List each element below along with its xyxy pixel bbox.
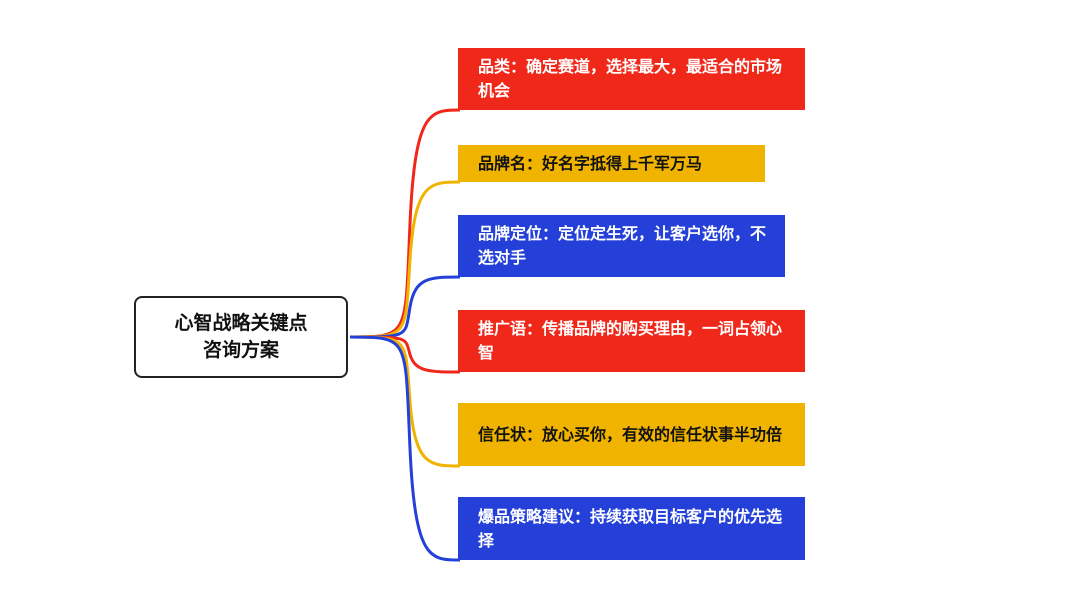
connector-line	[349, 180, 461, 339]
branch-brand-positioning[interactable]: 品牌定位：定位定生死，让客户选你，不选对手	[458, 215, 785, 277]
connector-line	[349, 335, 461, 562]
branch-category[interactable]: 品类：确定赛道，选择最大，最适合的市场机会	[458, 48, 805, 110]
branch-hit-product-strategy[interactable]: 爆品策略建议：持续获取目标客户的优先选择	[458, 497, 805, 560]
branch-label: 信任状：放心买你，有效的信任状事半功倍	[478, 424, 783, 444]
connector-line	[349, 335, 461, 468]
branch-brand-name[interactable]: 品牌名：好名字抵得上千军万马	[458, 145, 765, 182]
branch-label: 品牌名：好名字抵得上千军万马	[478, 153, 703, 173]
central-topic-label: 心智战略关键点咨询方案	[174, 312, 308, 361]
branch-trust-endorsement[interactable]: 信任状：放心买你，有效的信任状事半功倍	[458, 403, 805, 466]
branch-label: 品类：确定赛道，选择最大，最适合的市场机会	[478, 57, 783, 100]
connector-line	[349, 108, 461, 339]
branch-label: 推广语：传播品牌的购买理由，一词占领心智	[478, 319, 783, 362]
central-topic[interactable]: 心智战略关键点咨询方案	[134, 296, 348, 378]
branch-slogan[interactable]: 推广语：传播品牌的购买理由，一词占领心智	[458, 310, 805, 372]
branch-label: 爆品策略建议：持续获取目标客户的优先选择	[478, 506, 783, 550]
branch-label: 品牌定位：定位定生死，让客户选你，不选对手	[478, 224, 767, 267]
